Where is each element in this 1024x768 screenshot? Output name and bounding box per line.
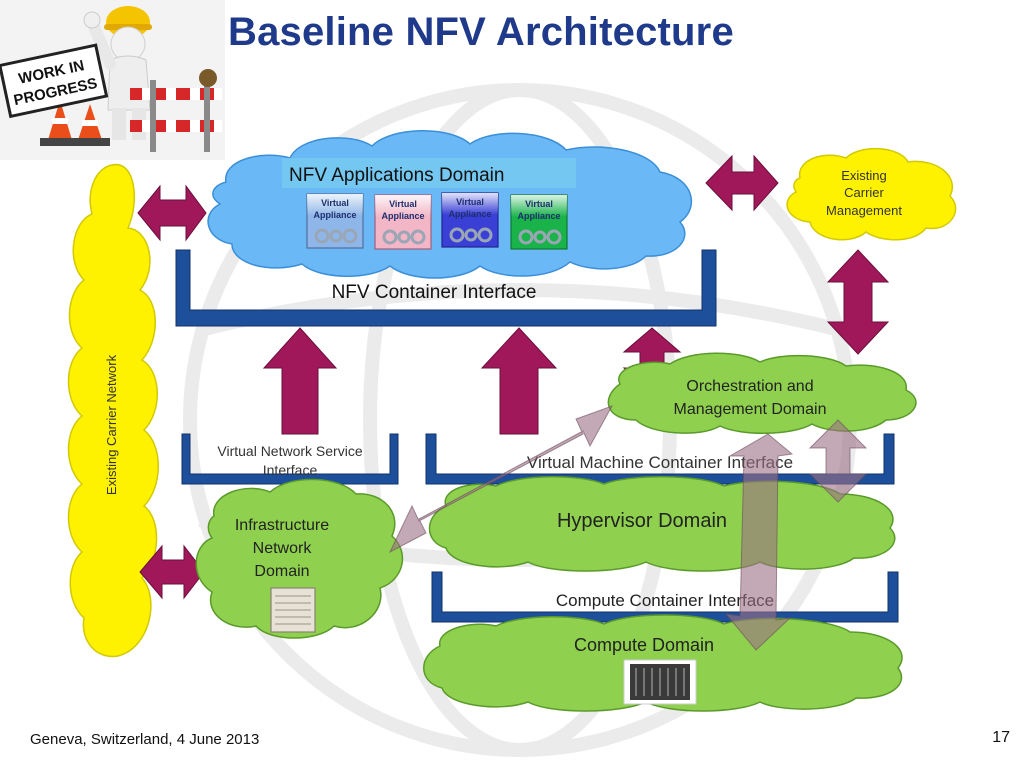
nfv-applications-domain-label: NFV Applications Domain — [289, 165, 504, 186]
existing-carrier-management-line1: Existing — [841, 168, 887, 183]
gears-icon — [314, 228, 358, 244]
vns-interface-line2: Interface — [263, 462, 318, 478]
existing-carrier-management-line2: Carrier — [844, 185, 884, 200]
virtual-appliance-4-line2: Appliance — [517, 211, 560, 221]
orchestration-line1: Orchestration and — [686, 378, 813, 395]
up-arrow-vm-container — [480, 327, 558, 435]
work-in-progress-logo: WORK IN PROGRESS — [0, 0, 225, 160]
virtual-appliance-2-line1: Virtual — [389, 199, 417, 209]
virtual-appliance-4: Virtual Appliance — [510, 194, 568, 250]
virtual-appliance-3: Virtual Appliance — [441, 192, 499, 248]
double-arrow-network-apps — [137, 184, 207, 242]
nfv-container-interface-label: NFV Container Interface — [332, 282, 537, 303]
virtual-appliance-1-line2: Appliance — [313, 210, 356, 220]
virtual-appliance-2: Virtual Appliance — [374, 194, 432, 250]
server-rack-icon — [623, 659, 697, 705]
virtual-appliance-1: Virtual Appliance — [306, 193, 364, 249]
hypervisor-domain-cloud: Hypervisor Domain — [428, 475, 896, 572]
virtual-appliance-3-line1: Virtual — [456, 197, 484, 207]
orchestration-management-domain-cloud: Orchestration and Management Domain — [607, 352, 917, 434]
network-switch-icon — [270, 587, 316, 633]
existing-carrier-management-cloud: Existing Carrier Management — [786, 147, 957, 241]
compute-domain-label: Compute Domain — [574, 635, 714, 655]
infrastructure-network-line3: Domain — [254, 563, 309, 580]
compute-domain-cloud: Compute Domain — [423, 614, 903, 712]
vns-interface-line1: Virtual Network Service — [217, 443, 362, 459]
translucent-arrow-orchestration-compute — [724, 433, 794, 651]
existing-carrier-network-cloud: Existing Carrier Network — [67, 164, 159, 658]
page-number: 17 — [992, 729, 1010, 746]
slide-title: Baseline NFV Architecture — [228, 10, 734, 54]
translucent-arrow-orchestration-hypervisor — [808, 419, 868, 503]
hypervisor-domain-label: Hypervisor Domain — [557, 510, 727, 532]
virtual-appliance-2-line2: Appliance — [381, 211, 424, 221]
infrastructure-network-line2: Network — [253, 540, 313, 557]
double-arrow-apps-management — [705, 154, 779, 212]
translucent-arrow-infrastructure-orchestration — [388, 405, 614, 554]
virtual-appliance-3-line2: Appliance — [448, 209, 491, 219]
vm-container-interface-label: Virtual Machine Container Interface — [527, 453, 793, 472]
double-arrow-management-orchestration — [826, 249, 890, 355]
infrastructure-network-line1: Infrastructure — [235, 517, 329, 534]
virtual-appliance-group: Virtual Appliance Virtual Appliance Virt… — [306, 192, 568, 250]
gears-icon — [449, 227, 493, 243]
virtual-appliance-4-line1: Virtual — [525, 199, 553, 209]
infrastructure-network-domain-cloud: Infrastructure Network Domain — [195, 478, 404, 639]
gears-icon — [518, 229, 562, 245]
gears-icon — [382, 229, 426, 245]
virtual-appliance-1-line1: Virtual — [321, 198, 349, 208]
virtual-network-service-interface-bar: Virtual Network Service Interface — [181, 433, 399, 485]
up-arrow-network-service — [262, 327, 338, 435]
compute-container-interface-label: Compute Container Interface — [556, 591, 774, 610]
nfv-container-interface-bar: NFV Container Interface — [175, 249, 717, 327]
existing-carrier-network-label: Existing Carrier Network — [104, 354, 119, 495]
footer-location-date: Geneva, Switzerland, 4 June 2013 — [30, 731, 260, 748]
existing-carrier-management-line3: Management — [826, 203, 902, 218]
compute-container-interface-bar: Compute Container Interface — [431, 571, 899, 623]
orchestration-line2: Management Domain — [674, 401, 827, 418]
